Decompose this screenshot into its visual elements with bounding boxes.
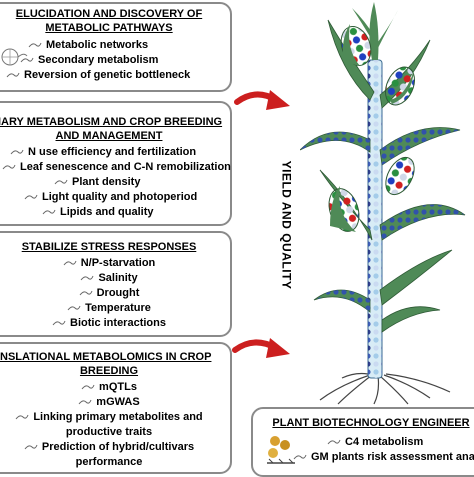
- list-item: Leaf senescence and C-N remobilization: [2, 160, 231, 175]
- panel-title: STABILIZE STRESS RESPONSES: [21, 241, 197, 253]
- list-item: productive traits: [65, 426, 153, 438]
- panel-title: PLANT BIOTECHNOLOGY ENGINEER: [272, 417, 470, 429]
- list-item: Plant density: [54, 175, 231, 190]
- molecule-icon: [263, 433, 299, 472]
- list-item: N use efficiency and fertilization: [10, 145, 231, 160]
- arrow-top: [234, 90, 290, 110]
- list-item: Biotic interactions: [0, 316, 230, 331]
- panel-primary-metabolism: IARY METABOLISM AND CROP BREEDING AND MA…: [0, 101, 232, 226]
- bullet-plant-icon: [24, 443, 38, 451]
- bullet-plant-icon: [24, 193, 38, 201]
- list-item: GM plants risk assessment analy: [293, 450, 474, 465]
- bullet-plant-icon: [42, 208, 56, 216]
- list-item: Prediction of hybrid/cultivars: [0, 440, 230, 455]
- bullet-plant-icon: [20, 56, 34, 64]
- bullet-plant-icon: [78, 398, 92, 406]
- list-item: Reversion of genetic bottleneck: [6, 68, 190, 83]
- list-item: mQTLs: [0, 380, 230, 395]
- list-item: Salinity: [0, 271, 230, 286]
- bullet-plant-icon: [67, 304, 81, 312]
- bullet-plant-icon: [293, 453, 307, 461]
- list-item: Temperature: [0, 301, 230, 316]
- bullet-plant-icon: [15, 413, 29, 421]
- list-item: N/P-starvation: [0, 256, 230, 271]
- list-item: C4 metabolism: [327, 435, 474, 450]
- list-item: Drought: [0, 286, 230, 301]
- bullet-plant-icon: [52, 319, 66, 327]
- panel-title: BREEDING: [79, 365, 139, 377]
- bullet-plant-icon: [63, 259, 77, 267]
- bullet-plant-icon: [79, 289, 93, 297]
- bullet-plant-icon: [80, 274, 94, 282]
- bullet-plant-icon: [10, 148, 24, 156]
- list-item: performance: [75, 456, 143, 468]
- panel-title: METABOLIC PATHWAYS: [45, 22, 173, 34]
- panel-title: NSLATIONAL METABOLOMICS IN CROP: [0, 351, 212, 363]
- list-item: mGWAS: [0, 395, 230, 410]
- list-item: Metabolic networks: [28, 38, 190, 53]
- maize-plant-icon: [300, 2, 466, 405]
- flower-icon: [0, 42, 28, 77]
- list-item: Secondary metabolism: [20, 53, 190, 68]
- list-item: Lipids and quality: [42, 205, 231, 220]
- bullet-plant-icon: [81, 383, 95, 391]
- bullet-plant-icon: [54, 178, 68, 186]
- list-item: Linking primary metabolites and: [0, 410, 230, 425]
- bullet-plant-icon: [6, 71, 20, 79]
- bullet-plant-icon: [327, 438, 341, 446]
- panel-translational-metabolomics: NSLATIONAL METABOLOMICS IN CROP BREEDING…: [0, 342, 232, 474]
- panel-title: ELUCIDATION AND DISCOVERY OF: [15, 8, 203, 20]
- list-item: Light quality and photoperiod: [24, 190, 231, 205]
- panel-title: IARY METABOLISM AND CROP BREEDING: [0, 116, 223, 128]
- panel-title: AND MANAGEMENT: [55, 130, 163, 142]
- panel-stress-responses: STABILIZE STRESS RESPONSES N/P-starvatio…: [0, 231, 232, 337]
- arrow-bottom: [232, 338, 290, 358]
- bullet-plant-icon: [28, 41, 42, 49]
- bullet-plant-icon: [2, 163, 16, 171]
- panel-plant-biotechnology: PLANT BIOTECHNOLOGY ENGINEER C4 metaboli…: [251, 407, 474, 477]
- panel-elucidation: ELUCIDATION AND DISCOVERY OF METABOLIC P…: [0, 2, 232, 92]
